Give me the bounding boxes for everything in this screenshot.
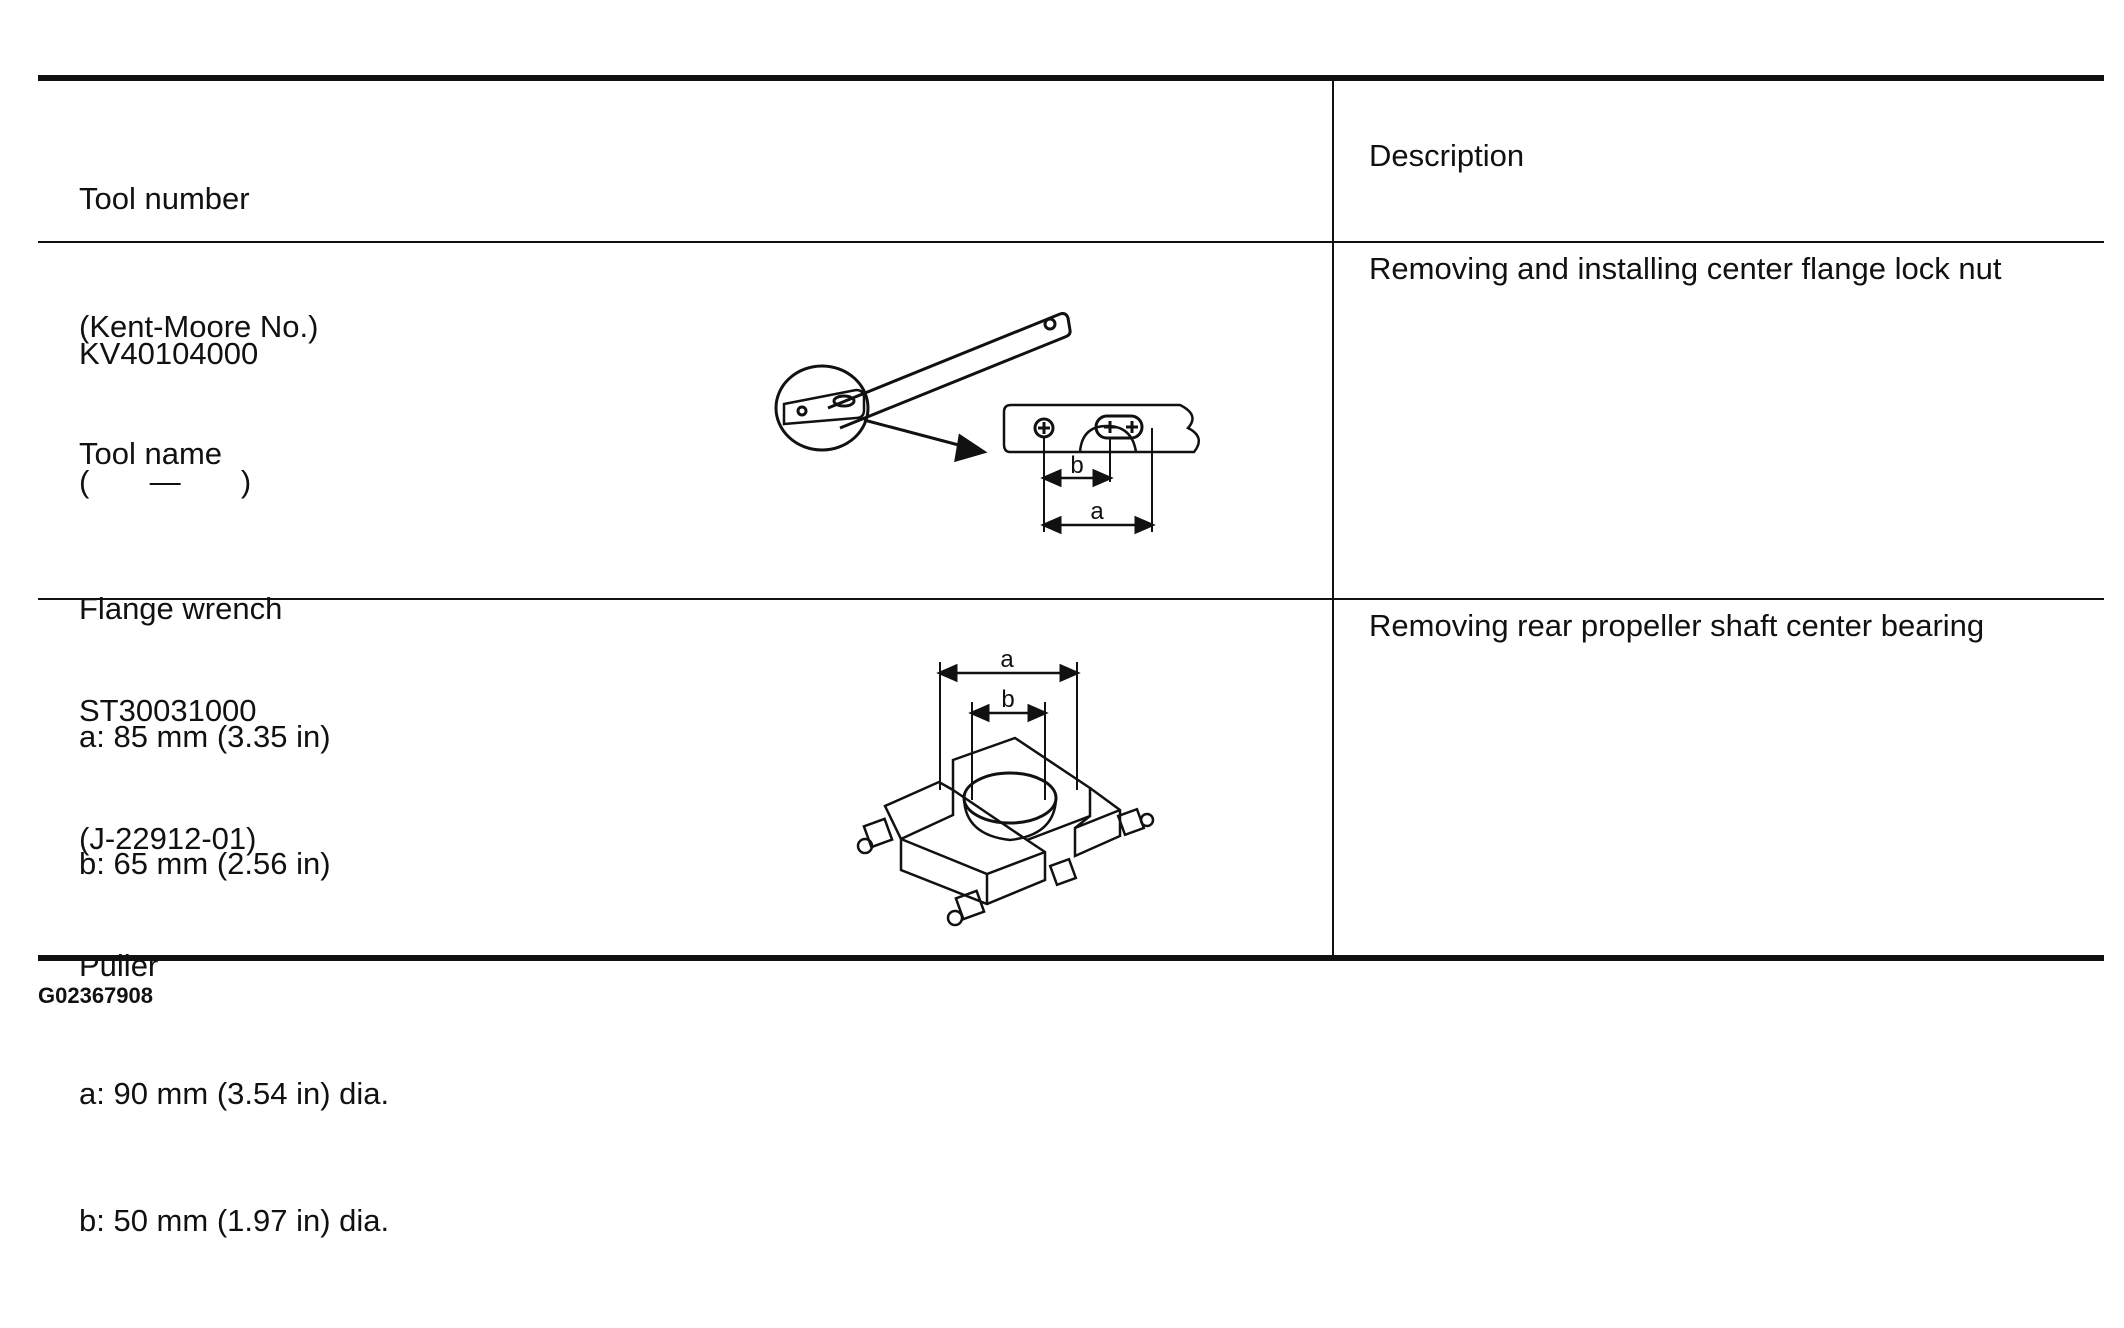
table-top-rule	[38, 75, 2104, 81]
row-2-description: Removing rear propeller shaft center bea…	[1369, 608, 1985, 643]
row-divider	[38, 598, 2104, 600]
tool-number: KV40104000	[79, 336, 259, 371]
dimension-a: a: 85 mm (3.35 in)	[79, 718, 331, 754]
row-1-tool-info: KV40104000 ( — ) Flange wrench a: 85 mm …	[79, 248, 331, 971]
dimension-a: a: 90 mm (3.54 in) dia.	[79, 1075, 390, 1111]
tool-name: Flange wrench	[79, 591, 283, 626]
tool-name: Puller	[79, 948, 159, 983]
table-bottom-rule	[38, 955, 2104, 961]
kent-moore-number: ( — )	[79, 463, 252, 499]
header-description: Description	[1369, 138, 1525, 173]
dimension-b: b: 65 mm (2.56 in)	[79, 846, 331, 881]
figure-label-a: a	[1000, 646, 1014, 673]
row-2-tool-info: ST30031000 (J-22912-01) Puller a: 90 mm …	[79, 605, 389, 1328]
figure-label-a: a	[1090, 498, 1104, 525]
header-kent-moore: (Kent-Moore No.)	[79, 308, 319, 344]
figure-label-b: b	[1001, 686, 1014, 713]
header-tool-column: Tool number (Kent-Moore No.) Tool name	[79, 93, 318, 561]
dimension-b: b: 50 mm (1.97 in) dia.	[79, 1203, 390, 1238]
puller-illustration: a b	[856, 646, 1155, 927]
column-divider	[1332, 77, 1334, 959]
figure-id: G02367908	[38, 983, 153, 1008]
row-1-description: Removing and installing center flange lo…	[1369, 251, 2002, 286]
header-tool-number: Tool number	[79, 181, 250, 216]
header-bottom-rule	[38, 241, 2104, 243]
kent-moore-number: (J-22912-01)	[79, 820, 257, 856]
figure-label-b: b	[1070, 452, 1083, 479]
tool-number: ST30031000	[79, 693, 257, 728]
header-tool-name: Tool name	[79, 436, 223, 471]
flange-wrench-illustration: b a	[774, 312, 1201, 535]
